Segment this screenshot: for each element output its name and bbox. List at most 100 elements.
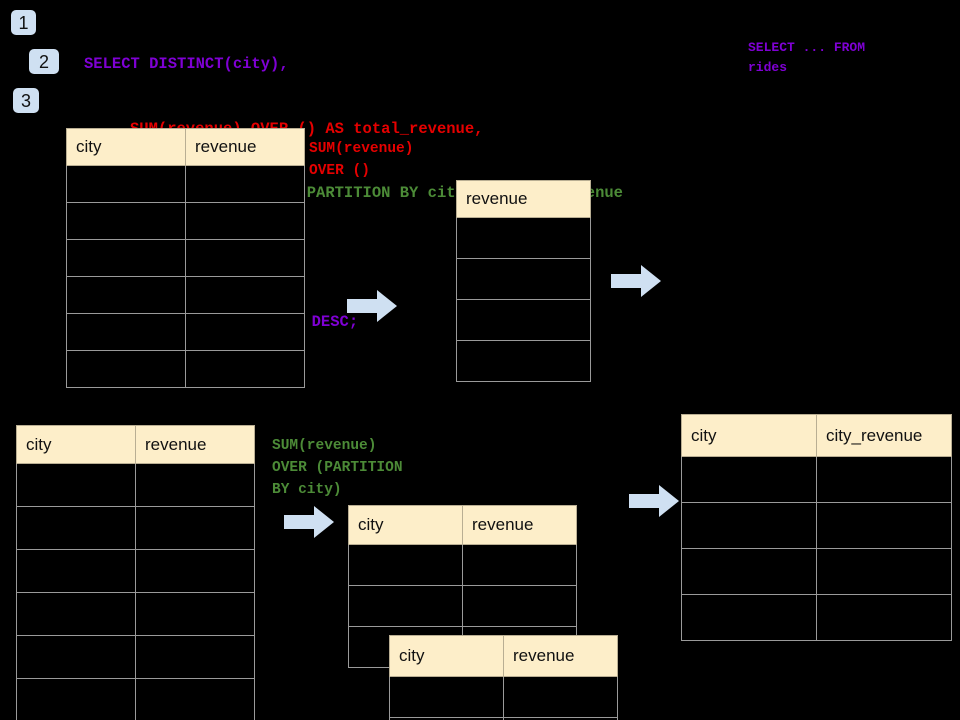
table-cell[interactable]: [16, 549, 136, 593]
column-header-city: city: [389, 635, 504, 677]
table-cell[interactable]: [503, 676, 618, 718]
table-header-row: revenue: [456, 180, 591, 218]
table-row[interactable]: [66, 350, 305, 388]
step-badge-3[interactable]: 3: [13, 88, 39, 113]
table-cell[interactable]: [16, 463, 136, 507]
column-header-revenue: revenue: [456, 180, 591, 218]
table-cell[interactable]: [16, 506, 136, 550]
table-cell[interactable]: [135, 635, 255, 679]
step-badge-2[interactable]: 2: [29, 49, 59, 74]
column-header-city-revenue: city_revenue: [816, 414, 952, 457]
table-row[interactable]: [456, 258, 591, 300]
table-header-row: city revenue: [348, 505, 577, 545]
table-header-row: city city_revenue: [681, 414, 952, 457]
table-row[interactable]: [681, 456, 952, 503]
table-cell[interactable]: [503, 717, 618, 720]
column-header-revenue: revenue: [185, 128, 305, 166]
table-cell[interactable]: [456, 299, 591, 341]
table-cell[interactable]: [135, 592, 255, 636]
table-cell[interactable]: [135, 678, 255, 720]
column-header-city: city: [681, 414, 817, 457]
column-header-city: city: [66, 128, 186, 166]
rides-source-table-top[interactable]: city revenue: [66, 128, 305, 388]
table-cell[interactable]: [66, 276, 186, 314]
step-badge-1[interactable]: 1: [11, 10, 36, 35]
table-row[interactable]: [16, 549, 255, 593]
table-row[interactable]: [456, 340, 591, 382]
table-row[interactable]: [16, 506, 255, 550]
table-cell[interactable]: [681, 456, 817, 503]
table-cell[interactable]: [681, 548, 817, 595]
table-cell[interactable]: [185, 239, 305, 277]
table-cell[interactable]: [348, 585, 463, 627]
arrow-source-to-partition: [284, 506, 334, 538]
table-cell[interactable]: [816, 594, 952, 641]
table-cell[interactable]: [456, 217, 591, 259]
table-row[interactable]: [456, 299, 591, 341]
table-row[interactable]: [681, 548, 952, 595]
arrow-total-to-result: [611, 265, 661, 297]
table-cell[interactable]: [135, 463, 255, 507]
table-cell[interactable]: [135, 506, 255, 550]
table-header-row: city revenue: [66, 128, 305, 166]
table-cell[interactable]: [66, 239, 186, 277]
table-row[interactable]: [456, 217, 591, 259]
sql-line-1: SELECT DISTINCT(city),: [84, 55, 289, 73]
rides-source-table-bottom[interactable]: city revenue: [16, 425, 255, 720]
table-row[interactable]: [16, 463, 255, 507]
sql-aside-note: SELECT ... FROM rides: [748, 40, 866, 75]
table-cell[interactable]: [462, 585, 577, 627]
column-header-revenue: revenue: [135, 425, 255, 464]
table-cell[interactable]: [816, 548, 952, 595]
table-header-row: city revenue: [389, 635, 618, 677]
partition-table-front[interactable]: city revenue: [389, 635, 618, 720]
table-cell[interactable]: [16, 635, 136, 679]
table-cell[interactable]: [16, 592, 136, 636]
table-cell[interactable]: [66, 202, 186, 240]
arrow-source-to-total: [347, 290, 397, 322]
total-revenue-table[interactable]: revenue: [456, 180, 591, 382]
table-row[interactable]: [389, 717, 618, 720]
table-row[interactable]: [66, 276, 305, 314]
table-cell[interactable]: [135, 549, 255, 593]
table-cell[interactable]: [816, 456, 952, 503]
table-row[interactable]: [16, 635, 255, 679]
table-row[interactable]: [66, 165, 305, 203]
table-cell[interactable]: [66, 350, 186, 388]
partition-table-back[interactable]: city revenue: [348, 505, 577, 668]
step-badge-1-label: 1: [18, 12, 29, 33]
table-cell[interactable]: [16, 678, 136, 720]
result-table[interactable]: city city_revenue: [681, 414, 952, 641]
step-badge-2-label: 2: [38, 51, 49, 72]
table-row[interactable]: [16, 678, 255, 720]
column-header-city: city: [348, 505, 463, 545]
table-cell[interactable]: [816, 502, 952, 549]
step-badge-3-label: 3: [20, 90, 31, 111]
table-row[interactable]: [348, 585, 577, 627]
table-cell[interactable]: [185, 350, 305, 388]
table-row[interactable]: [389, 676, 618, 718]
table-row[interactable]: [16, 592, 255, 636]
column-header-revenue: revenue: [462, 505, 577, 545]
table-row[interactable]: [681, 594, 952, 641]
table-row[interactable]: [66, 239, 305, 277]
column-header-revenue: revenue: [503, 635, 618, 677]
table-row[interactable]: [681, 502, 952, 549]
table-cell[interactable]: [185, 276, 305, 314]
table-cell[interactable]: [185, 313, 305, 351]
table-cell[interactable]: [681, 594, 817, 641]
table-cell[interactable]: [185, 165, 305, 203]
table-cell[interactable]: [456, 258, 591, 300]
table-cell[interactable]: [66, 165, 186, 203]
table-cell[interactable]: [66, 313, 186, 351]
table-row[interactable]: [66, 313, 305, 351]
table-cell[interactable]: [185, 202, 305, 240]
table-row[interactable]: [66, 202, 305, 240]
table-row[interactable]: [348, 544, 577, 586]
table-cell[interactable]: [348, 544, 463, 586]
table-cell[interactable]: [389, 676, 504, 718]
table-cell[interactable]: [456, 340, 591, 382]
table-cell[interactable]: [681, 502, 817, 549]
table-cell[interactable]: [462, 544, 577, 586]
